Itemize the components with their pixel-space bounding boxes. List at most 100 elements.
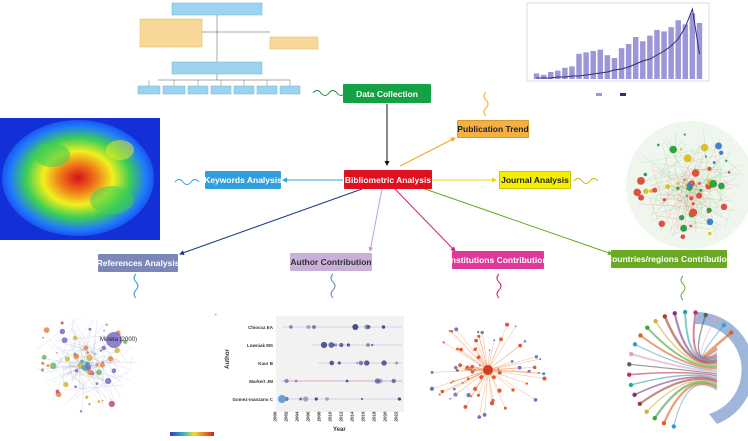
chord-segment <box>632 342 638 347</box>
reference-edge <box>69 370 131 401</box>
reference-node <box>79 410 83 413</box>
reference-edge <box>43 351 68 386</box>
author-publication-dot <box>346 343 351 347</box>
journal-node <box>718 182 725 190</box>
journal-edge <box>657 167 685 189</box>
chord-link <box>663 315 718 365</box>
author-publication-dot <box>395 361 398 365</box>
chord-link <box>630 353 718 373</box>
institution-node <box>473 386 478 392</box>
countries-chord-thumbnail <box>626 309 748 429</box>
institution-edge <box>487 369 536 401</box>
author-year-tick: 2000 <box>272 411 278 422</box>
institution-node <box>476 355 481 360</box>
reference-edge <box>63 384 124 391</box>
publication-bar <box>533 73 540 79</box>
journal-node <box>676 186 680 190</box>
reference-node <box>88 327 92 331</box>
author-label-1: Chiocca EA <box>247 325 273 330</box>
chord-segment <box>638 333 643 338</box>
reference-node <box>123 339 128 344</box>
node-bibliometric-analysis: Bibliometric Analysis <box>344 170 432 189</box>
institution-node <box>511 388 515 392</box>
journal-node <box>679 215 685 221</box>
reference-edge <box>57 328 73 370</box>
reference-node <box>74 385 77 389</box>
institution-edge <box>475 340 489 371</box>
publication-bar <box>611 58 618 79</box>
chord-link <box>673 384 718 427</box>
institution-node <box>477 415 482 419</box>
journal-edge <box>658 201 690 211</box>
institution-node <box>440 389 445 394</box>
chord-link <box>639 334 718 370</box>
journal-edge <box>678 141 687 146</box>
institution-node <box>429 386 435 391</box>
institution-edge <box>460 349 489 371</box>
journal-edge <box>676 198 724 219</box>
journal-edge <box>651 165 667 216</box>
reference-node <box>74 368 79 373</box>
author-publication-dot <box>366 325 371 329</box>
institution-edge <box>443 342 489 371</box>
reference-edge <box>79 373 106 382</box>
reference-node <box>104 377 112 385</box>
institution-edge <box>487 369 544 374</box>
reference-node <box>41 354 47 360</box>
chord-segment <box>632 392 637 397</box>
reference-node <box>56 351 58 354</box>
reference-edge <box>75 338 103 360</box>
institution-node <box>456 347 459 351</box>
institution-node <box>475 347 478 350</box>
chord-segment <box>712 317 718 322</box>
institution-edge <box>456 329 489 371</box>
reference-edge <box>49 344 101 410</box>
publication-bar <box>640 41 646 79</box>
chord-arc-major <box>695 312 748 424</box>
reference-node <box>84 395 89 399</box>
journal-edge <box>651 189 698 223</box>
institution-node <box>514 325 517 328</box>
journal-edge <box>679 224 710 230</box>
journal-node <box>689 208 698 217</box>
journal-edge <box>651 162 741 175</box>
institution-node <box>534 355 539 359</box>
author-publication-dot <box>364 360 370 366</box>
chord-link <box>639 377 718 405</box>
institution-edge <box>432 369 489 373</box>
reference-edge <box>68 372 104 380</box>
keywords-density-map-thumbnail <box>0 118 160 240</box>
author-publication-dot <box>352 323 359 331</box>
institution-node <box>430 370 434 374</box>
svg-text:✕: ✕ <box>214 312 217 317</box>
reference-node <box>73 353 80 360</box>
journal-node <box>680 234 686 240</box>
author-year-tick: 2020 <box>382 411 388 422</box>
reference-edge <box>65 372 113 401</box>
reference-node <box>96 369 102 376</box>
institution-node <box>491 375 496 380</box>
citation-line <box>536 7 700 79</box>
institution-node <box>505 322 510 327</box>
chord-link <box>662 382 718 424</box>
institution-node <box>450 330 454 333</box>
chord-link <box>654 320 718 366</box>
author-publication-dot <box>284 378 289 384</box>
journal-edge <box>713 142 721 190</box>
author-publication-dot <box>320 341 328 349</box>
publication-bar <box>618 48 625 79</box>
journal-edge <box>660 190 719 197</box>
journal-node <box>637 176 645 185</box>
publication-bar <box>583 52 589 79</box>
node-institutions-contribution-label: Institutions Contribution <box>448 255 548 265</box>
reference-node <box>81 365 87 371</box>
references-highlight-label: Mineta (2000) <box>100 337 138 343</box>
reference-edge <box>77 355 111 363</box>
node-keywords-analysis-label: Keywords Analysis <box>204 175 282 185</box>
publication-bar <box>547 72 554 79</box>
journal-network-thumbnail <box>626 121 748 249</box>
author-publication-dot <box>345 379 349 383</box>
reference-edge <box>110 362 132 371</box>
journal-node <box>707 166 712 171</box>
institution-node <box>455 368 459 372</box>
